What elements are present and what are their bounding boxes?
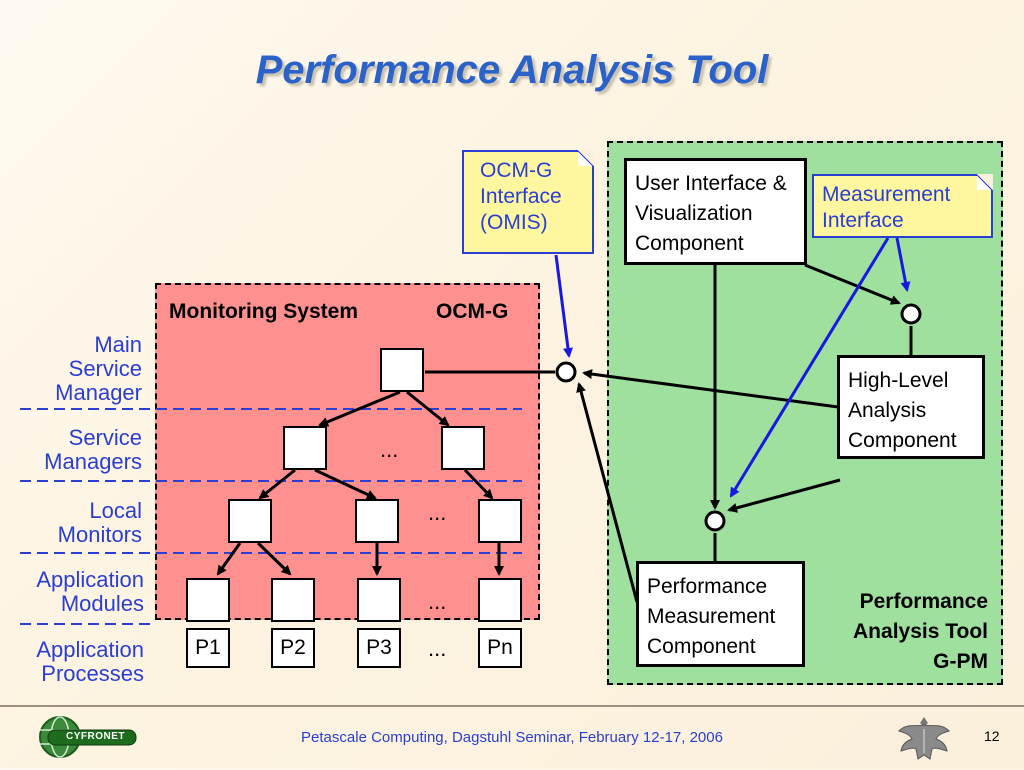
tool-label-line2: Analysis Tool [853, 620, 988, 643]
layer-label-application-modules: Application Modules [36, 567, 144, 616]
tool-label-line1: Performance [859, 590, 988, 613]
application-module-node [271, 578, 315, 622]
ellipsis: ... [380, 437, 399, 462]
process-p2: P2 [271, 628, 315, 668]
layer-label-service-managers: Service Managers [44, 425, 142, 474]
measurement-interface-text: Measurement Interface [822, 183, 951, 232]
slide-title: Performance Analysis Tool [255, 48, 769, 92]
local-monitor-node [478, 499, 522, 543]
application-module-node [478, 578, 522, 622]
tool-label-line3: G-PM [933, 650, 988, 673]
application-module-node [186, 578, 230, 622]
layer-label-application-processes: Application Processes [36, 637, 144, 686]
application-module-node [357, 578, 401, 622]
page-fold-icon [977, 174, 993, 190]
footer-text: Petascale Computing, Dagstuhl Seminar, F… [301, 729, 723, 746]
cyfronet-logo-text: CYFRONET [66, 731, 125, 742]
layer-label-main-service-manager: Main Service Manager [55, 332, 142, 405]
process-pn: Pn [478, 628, 522, 668]
cyfronet-logo: CYFRONET [38, 714, 138, 760]
ocm-g-interface-text: OCM-G Interface (OMIS) [480, 159, 562, 234]
ellipsis: ... [428, 636, 447, 661]
performance-measurement-component: Performance Measurement Component [636, 561, 805, 667]
local-monitor-node [228, 499, 272, 543]
local-monitor-node [355, 499, 399, 543]
process-p1: P1 [186, 628, 230, 668]
ellipsis: ... [428, 500, 447, 525]
tool-label: Performance Analysis Tool G-PM [800, 587, 988, 677]
process-p3: P3 [357, 628, 401, 668]
high-level-analysis-component: High-Level Analysis Component [837, 355, 985, 459]
monitoring-system-label: Monitoring System [169, 300, 359, 323]
eagle-emblem-icon [896, 713, 952, 765]
ocm-g-label: OCM-G [436, 300, 509, 323]
ellipsis: ... [428, 589, 447, 614]
page-number: 12 [984, 728, 1000, 744]
layer-label-local-monitors: Local Monitors [57, 498, 142, 547]
page-fold-icon [578, 150, 594, 166]
service-manager-node [283, 426, 327, 470]
footer-divider [0, 705, 1024, 707]
ocm-g-interface-note: OCM-G Interface (OMIS) [462, 150, 594, 254]
globe-icon [39, 716, 137, 758]
service-manager-node [441, 426, 485, 470]
main-service-manager-node [380, 348, 424, 392]
ui-visualization-component: User Interface & Visualization Component [624, 158, 807, 265]
measurement-interface-note: Measurement Interface [812, 174, 993, 238]
